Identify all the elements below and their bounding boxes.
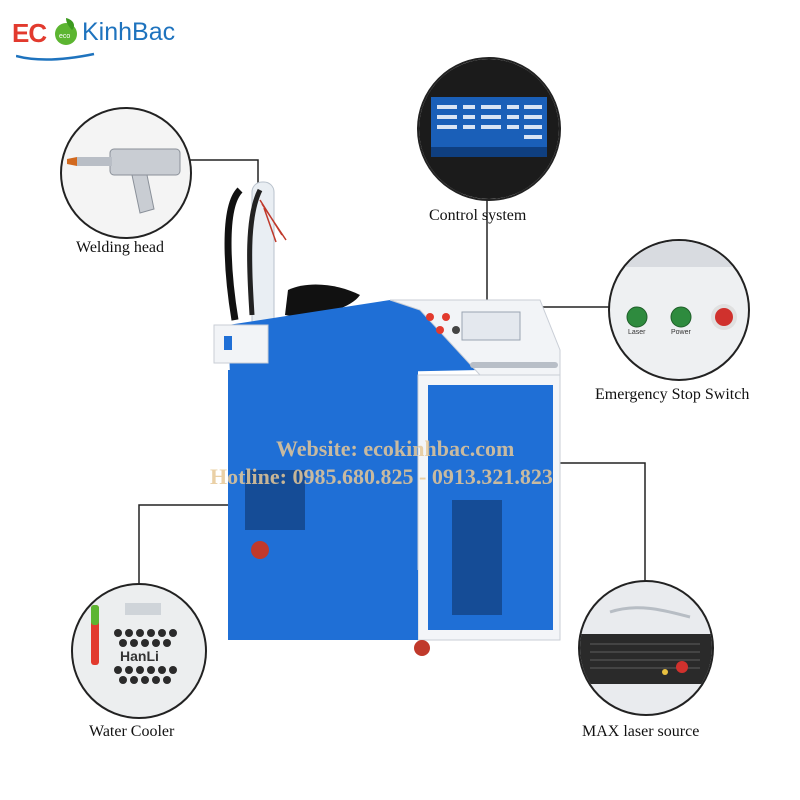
logo-name: KinhBac	[82, 18, 176, 46]
watermark-hotline: Hotline: 0985.680.825 - 0913.321.823	[210, 464, 553, 489]
leaf-text: eco	[59, 33, 70, 40]
leaf-icon: eco	[55, 18, 77, 45]
welding-torch-image	[67, 148, 181, 214]
welding-head-detail	[60, 107, 192, 239]
welding-head-label: Welding head	[76, 239, 165, 256]
logo-prefix: EC	[12, 18, 47, 48]
cooler-brand: HanLi	[120, 648, 159, 664]
laser-button-icon	[626, 306, 648, 328]
laser-source-label: MAX laser source	[582, 723, 700, 740]
brand-logo: EC eco KinhBac	[12, 12, 182, 62]
water-cooler-label: Water Cooler	[89, 723, 175, 740]
laser-source-detail	[578, 580, 714, 716]
watermark-website: Website: ecokinhbac.com	[276, 436, 515, 461]
emergency-stop-button-icon	[711, 304, 737, 330]
logo-swoosh	[16, 52, 95, 61]
water-cooler-detail: HanLi	[71, 583, 207, 719]
emergency-stop-label: Emergency Stop Switch	[595, 386, 750, 403]
control-system-label: Control system	[429, 207, 527, 224]
emergency-stop-detail: Laser Power	[608, 239, 750, 381]
laser-button-label: Laser	[628, 329, 646, 336]
laser-source-image	[580, 606, 712, 684]
control-system-detail	[417, 57, 561, 201]
welding-machine	[213, 181, 561, 656]
power-button-label: Power	[671, 329, 691, 336]
cooler-panel-image	[91, 603, 177, 684]
power-button-icon	[670, 306, 692, 328]
control-screen-image	[419, 59, 559, 199]
